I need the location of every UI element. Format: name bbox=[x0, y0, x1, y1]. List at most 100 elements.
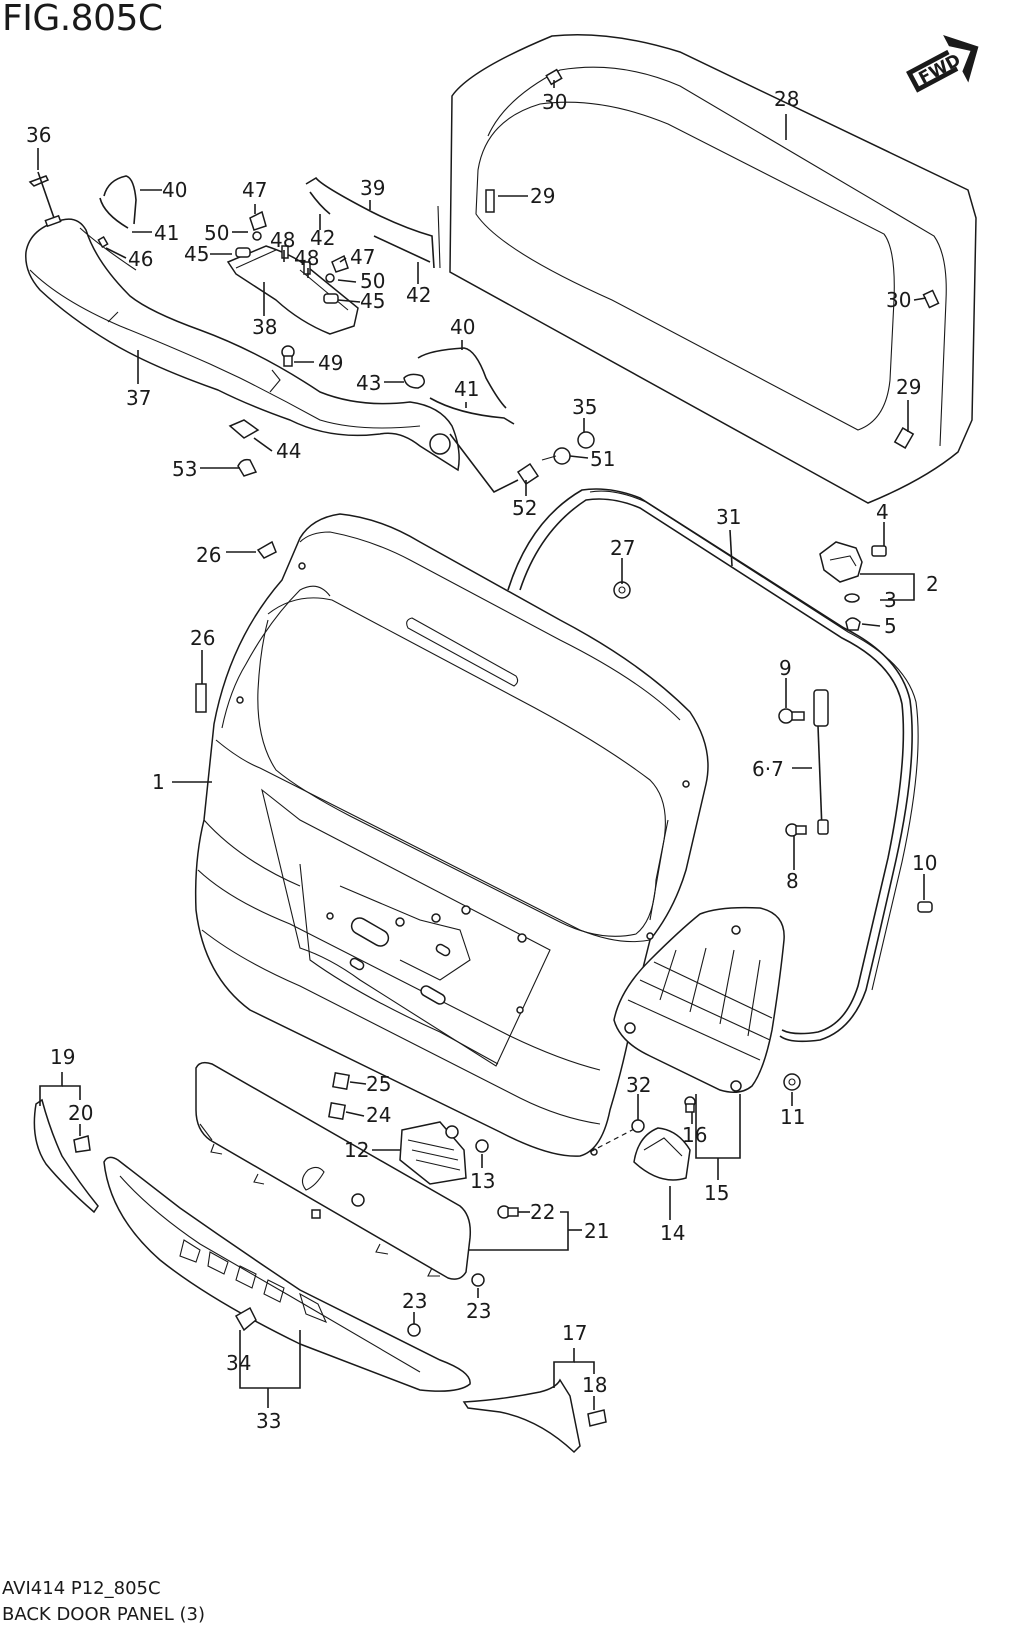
callout-4: 4 bbox=[876, 500, 889, 524]
callout-38: 38 bbox=[252, 315, 277, 339]
grommet-13 bbox=[475, 1139, 489, 1153]
callout-36: 36 bbox=[26, 123, 51, 147]
nut-23-b bbox=[407, 1323, 421, 1337]
clip-26-upper bbox=[256, 540, 277, 559]
callout-51: 51 bbox=[590, 447, 615, 471]
callout-50-b: 50 bbox=[360, 269, 385, 293]
callout-10: 10 bbox=[912, 851, 937, 875]
callout-42-a: 42 bbox=[310, 226, 335, 250]
callout-34: 34 bbox=[226, 1351, 251, 1375]
callout-5: 5 bbox=[884, 614, 897, 638]
callout-11: 11 bbox=[780, 1105, 805, 1129]
door-weatherstrip bbox=[507, 488, 919, 1043]
trim-19 bbox=[33, 1098, 99, 1214]
callout-49: 49 bbox=[318, 351, 343, 375]
clip-36 bbox=[28, 175, 50, 187]
callout-17: 17 bbox=[562, 1321, 587, 1345]
callout-33: 33 bbox=[256, 1409, 281, 1433]
callout-29-a: 29 bbox=[530, 184, 555, 208]
callout-42-b: 42 bbox=[406, 283, 431, 307]
leader-lines bbox=[37, 80, 927, 1410]
clip-34 bbox=[234, 1306, 257, 1332]
callout-45-a: 45 bbox=[184, 242, 209, 266]
callout-47-b: 47 bbox=[350, 245, 375, 269]
handle-switch-12 bbox=[399, 1121, 467, 1185]
callout-41-b: 41 bbox=[454, 377, 479, 401]
lower-garnish-33 bbox=[103, 1156, 471, 1392]
callout-40-b: 40 bbox=[450, 315, 475, 339]
figure-name: BACK DOOR PANEL (3) bbox=[2, 1604, 205, 1625]
back-door-panel bbox=[194, 513, 709, 1157]
callout-45-b: 45 bbox=[360, 289, 385, 313]
callout-23-a: 23 bbox=[466, 1299, 491, 1323]
callout-1: 1 bbox=[152, 770, 165, 794]
washer-3 bbox=[844, 593, 860, 603]
back-window-glass bbox=[437, 34, 977, 504]
hinge-2 bbox=[819, 541, 887, 583]
pad-24 bbox=[328, 1102, 346, 1120]
callout-3: 3 bbox=[884, 588, 897, 612]
figure-title: FIG.805C bbox=[2, 0, 163, 39]
pad-25 bbox=[332, 1072, 350, 1090]
callout-26-b: 26 bbox=[190, 626, 215, 650]
callout-9: 9 bbox=[779, 656, 792, 680]
callout-46: 46 bbox=[128, 247, 153, 271]
bracket-38 bbox=[226, 210, 359, 335]
nut-23-a bbox=[471, 1273, 485, 1287]
gas-strut-6-7 bbox=[813, 689, 829, 835]
nut-27 bbox=[613, 581, 631, 599]
clip-52 bbox=[516, 462, 540, 486]
callout-47-a: 47 bbox=[242, 178, 267, 202]
pad-44 bbox=[228, 419, 260, 439]
bolt-8 bbox=[785, 823, 807, 837]
callout-50-a: 50 bbox=[204, 221, 229, 245]
callout-44: 44 bbox=[276, 439, 301, 463]
callout-43: 43 bbox=[356, 371, 381, 395]
clip-53 bbox=[237, 458, 258, 477]
handle-cover-14 bbox=[633, 1127, 691, 1181]
callout-6-7: 6·7 bbox=[752, 757, 784, 781]
callout-41-a: 41 bbox=[154, 221, 179, 245]
rear-spoiler bbox=[25, 214, 460, 472]
clip-26-lower bbox=[195, 683, 207, 713]
callout-20: 20 bbox=[68, 1101, 93, 1125]
callout-53: 53 bbox=[172, 457, 197, 481]
callout-19: 19 bbox=[50, 1045, 75, 1069]
callout-13: 13 bbox=[470, 1169, 495, 1193]
callout-29-b: 29 bbox=[896, 375, 921, 399]
clip-20 bbox=[73, 1135, 91, 1153]
trim-17 bbox=[462, 1378, 581, 1454]
callout-28: 28 bbox=[774, 87, 799, 111]
cap-5 bbox=[845, 617, 861, 631]
screw-51 bbox=[541, 447, 571, 465]
callout-52: 52 bbox=[512, 496, 537, 520]
callout-40-a: 40 bbox=[162, 178, 187, 202]
callout-22: 22 bbox=[530, 1200, 555, 1224]
callout-8: 8 bbox=[786, 869, 799, 893]
callout-27: 27 bbox=[610, 536, 635, 560]
callout-30-a: 30 bbox=[542, 90, 567, 114]
callout-26-a: 26 bbox=[196, 543, 221, 567]
nut-11 bbox=[783, 1073, 801, 1091]
callout-14: 14 bbox=[660, 1221, 685, 1245]
callout-48-a: 48 bbox=[270, 228, 295, 252]
callout-16: 16 bbox=[682, 1123, 707, 1147]
callout-23-b: 23 bbox=[402, 1289, 427, 1313]
fwd-arrow-icon: FWD bbox=[906, 35, 979, 93]
callout-18: 18 bbox=[582, 1373, 607, 1397]
bolt-9 bbox=[778, 708, 805, 724]
clip-10 bbox=[917, 901, 933, 913]
callout-15: 15 bbox=[704, 1181, 729, 1205]
callout-21: 21 bbox=[584, 1219, 609, 1243]
door-trim-panel bbox=[613, 906, 785, 1093]
callout-24: 24 bbox=[366, 1103, 391, 1127]
callout-25: 25 bbox=[366, 1072, 391, 1096]
callout-35: 35 bbox=[572, 395, 597, 419]
clip-22 bbox=[497, 1205, 519, 1219]
callout-39: 39 bbox=[360, 176, 385, 200]
callout-32: 32 bbox=[626, 1073, 651, 1097]
callout-12: 12 bbox=[344, 1138, 369, 1162]
figure-code: AVI414 P12_805C bbox=[2, 1578, 161, 1599]
callout-48-b: 48 bbox=[294, 246, 319, 270]
clip-16 bbox=[684, 1096, 696, 1113]
